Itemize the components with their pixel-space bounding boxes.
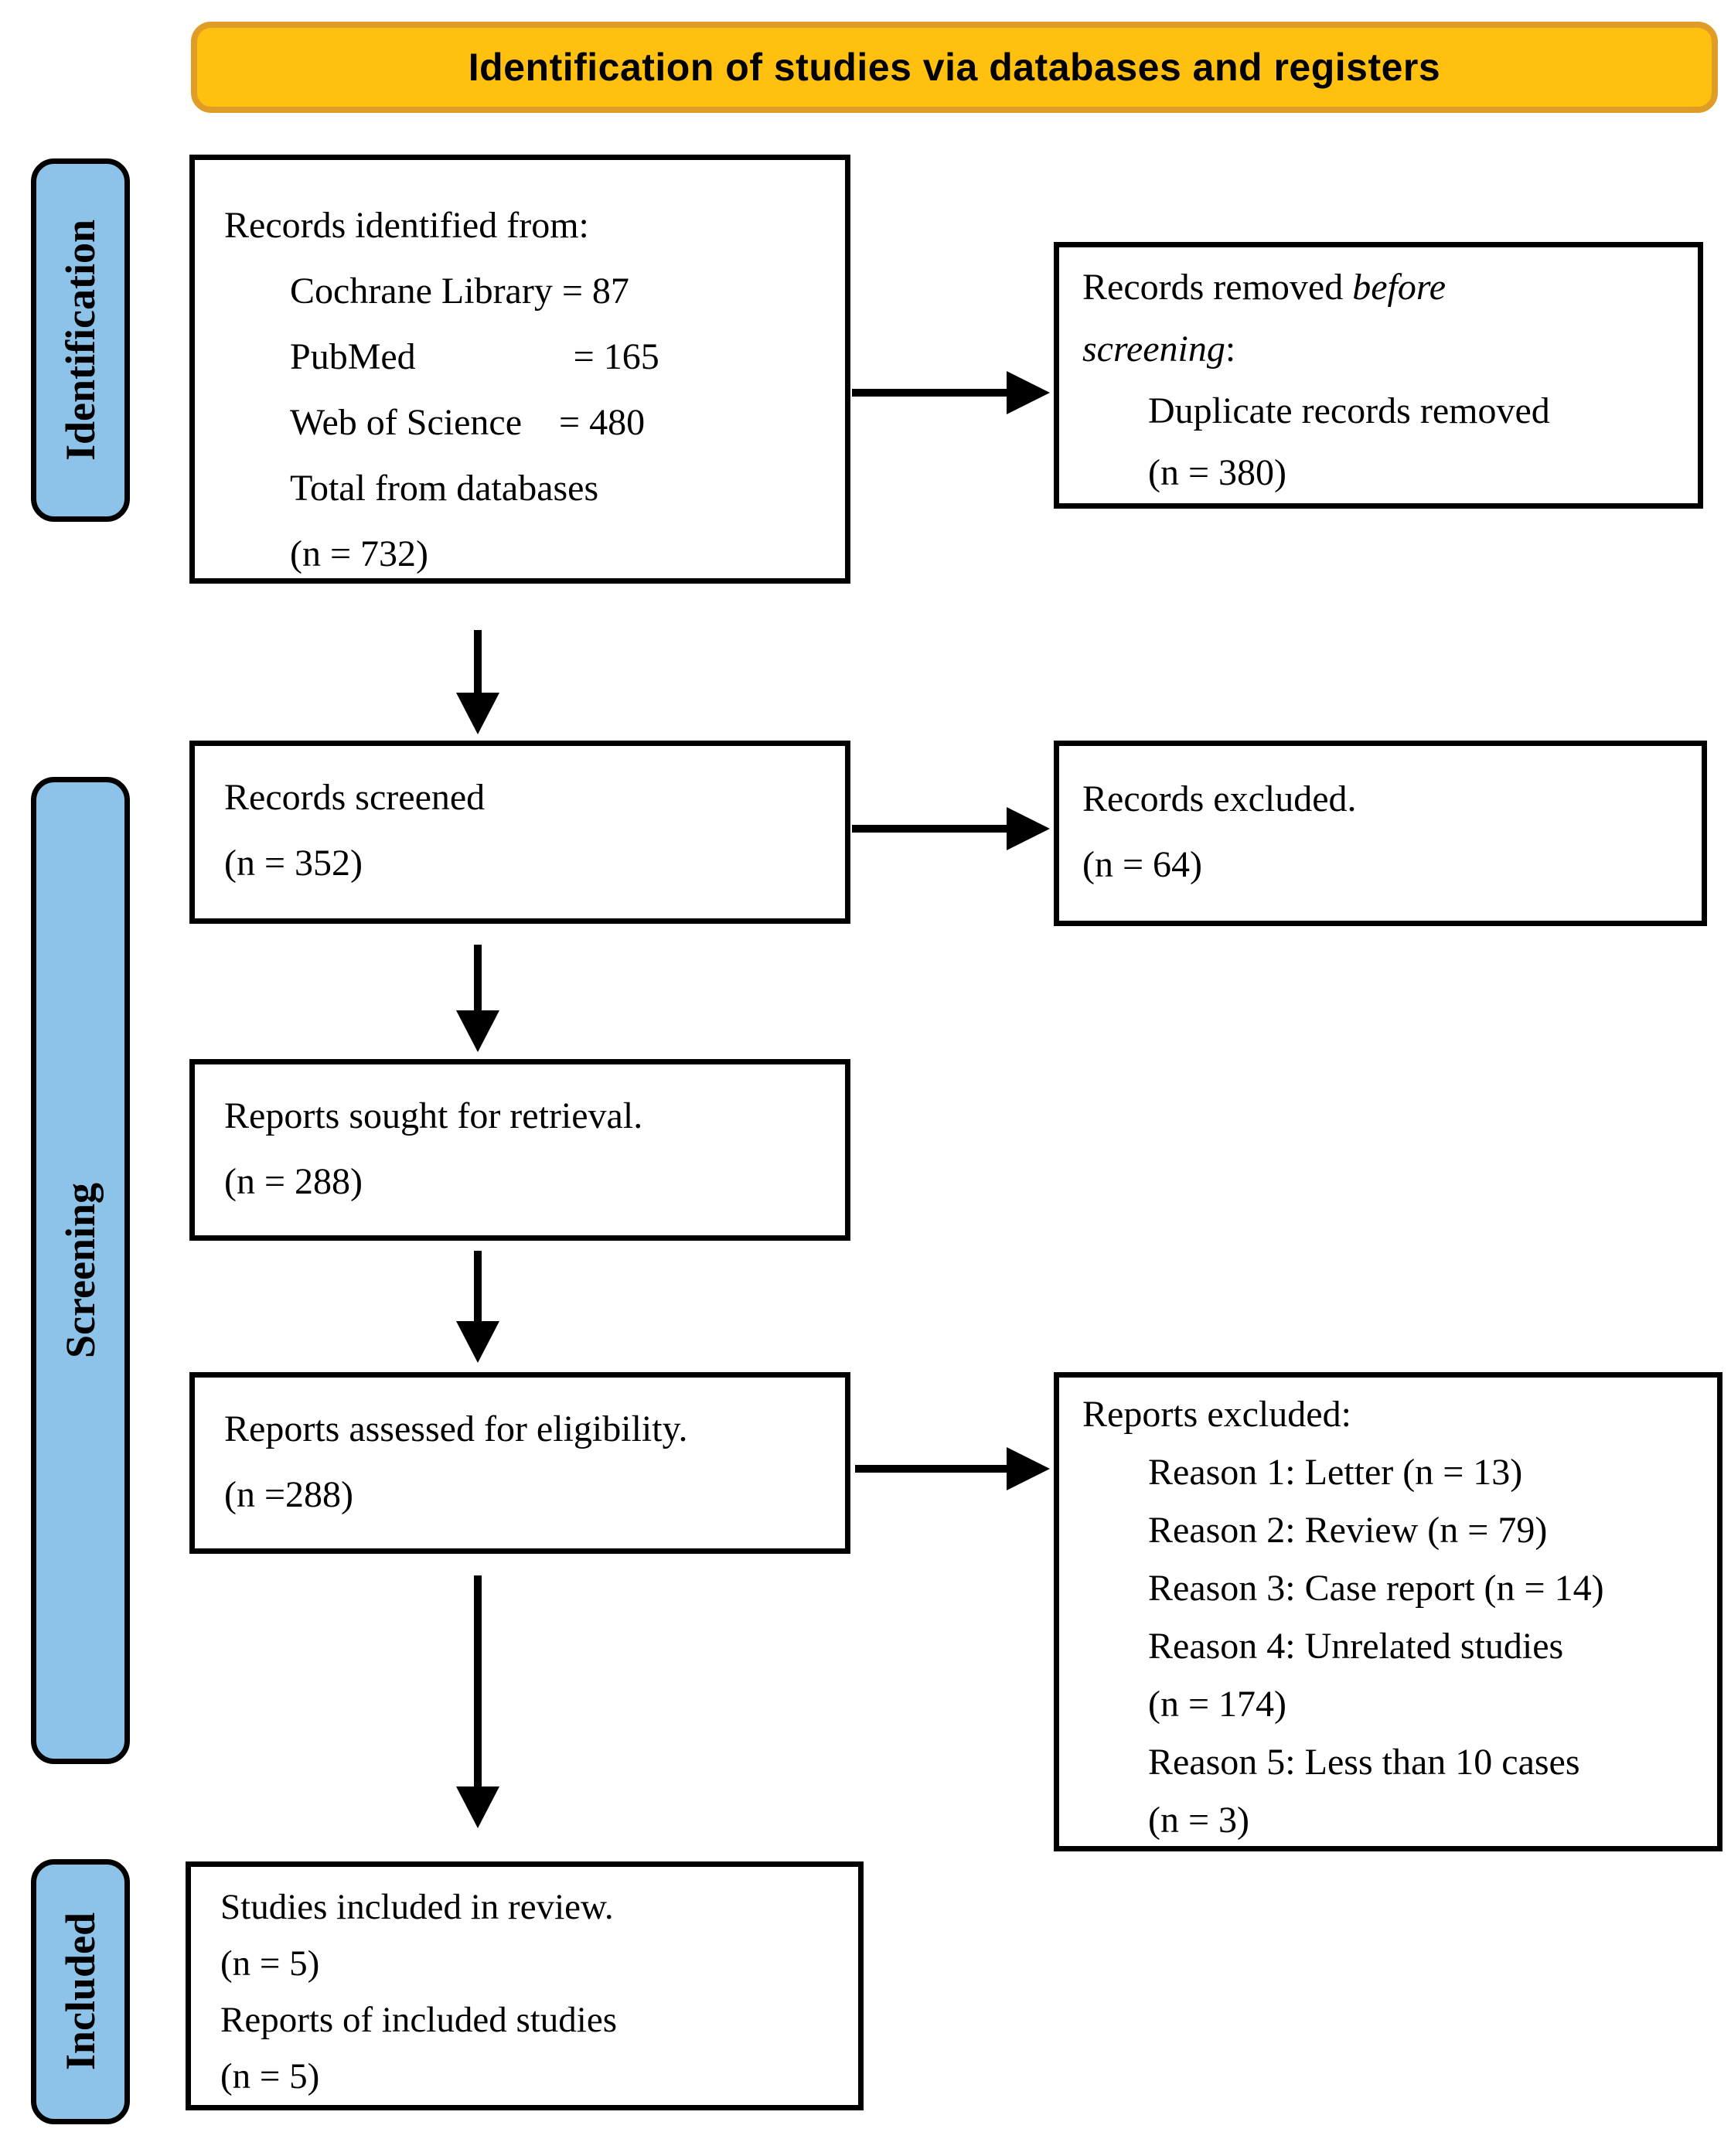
records-removed-line1-normal: Records removed [1082,267,1353,308]
stage-identification: Identification [31,158,130,522]
box-reports-assessed: Reports assessed for eligibility. (n =28… [189,1372,850,1554]
reports-assessed-n: (n =288) [224,1474,354,1515]
studies-included-title: Studies included in review. [220,1887,614,1927]
box-studies-included: Studies included in review. (n = 5) Repo… [186,1861,864,2110]
records-identified-total: Total from databases [290,468,599,509]
stage-included-label: Included [57,1912,104,2071]
arrow-line [474,945,482,1013]
reports-excluded-title: Reports excluded: [1082,1394,1351,1435]
arrow-head-down-icon [456,1010,499,1052]
reports-sought-title: Reports sought for retrieval. [224,1095,643,1136]
stage-included: Included [31,1859,130,2124]
arrow-line [474,630,482,695]
arrow-head-right-icon [1007,1447,1050,1490]
arrow-head-down-icon [456,693,499,734]
banner: Identification of studies via databases … [191,22,1718,113]
reports-sought-n: (n = 288) [224,1161,363,1202]
arrow-head-down-icon [456,1321,499,1363]
records-excluded-title: Records excluded. [1082,778,1357,819]
studies-included-n: (n = 5) [220,1943,320,1984]
arrow-line [855,1465,1008,1473]
reports-excluded-reason-5-n: (n = 3) [1148,1800,1250,1841]
records-removed-n: (n = 380) [1148,452,1287,493]
arrow-line [852,389,1008,397]
arrow-head-down-icon [456,1786,499,1828]
records-identified-pubmed: PubMed = 165 [290,336,659,377]
box-records-excluded: Records excluded. (n = 64) [1054,741,1707,926]
stage-screening-label: Screening [57,1183,104,1358]
arrow-line [852,825,1008,833]
arrow-line [474,1575,482,1789]
box-records-screened: Records screened (n = 352) [189,741,850,924]
records-screened-title: Records screened [224,777,486,818]
box-records-removed: Records removed before screening: Duplic… [1054,242,1703,509]
reports-excluded-reason-4-n: (n = 174) [1148,1684,1287,1725]
stage-identification-label: Identification [57,219,104,461]
banner-title: Identification of studies via databases … [468,46,1441,89]
arrow-head-right-icon [1007,371,1050,414]
records-removed-duplicates: Duplicate records removed [1148,390,1550,431]
reports-excluded-reason-3: Reason 3: Case report (n = 14) [1148,1568,1604,1609]
reports-assessed-title: Reports assessed for eligibility. [224,1408,688,1449]
reports-included-n: (n = 5) [220,2056,320,2096]
records-screened-n: (n = 352) [224,843,363,884]
records-identified-wos: Web of Science = 480 [290,402,646,443]
records-identified-n: (n = 732) [290,533,429,574]
reports-excluded-reason-5: Reason 5: Less than 10 cases [1148,1742,1580,1783]
records-removed-line2: screening: [1082,318,1685,380]
reports-excluded-reason-1: Reason 1: Letter (n = 13) [1148,1452,1523,1493]
records-removed-line1: Records removed before [1082,257,1685,318]
box-reports-sought: Reports sought for retrieval. (n = 288) [189,1059,850,1241]
records-identified-title: Records identified from: [224,205,589,246]
box-records-identified: Records identified from: Cochrane Librar… [189,155,850,584]
records-excluded-n: (n = 64) [1082,844,1203,885]
reports-excluded-reason-2: Reason 2: Review (n = 79) [1148,1510,1548,1551]
arrow-head-right-icon [1007,807,1050,850]
arrow-line [474,1251,482,1323]
stage-screening: Screening [31,777,130,1764]
reports-excluded-reason-4: Reason 4: Unrelated studies [1148,1626,1564,1667]
reports-included-title: Reports of included studies [220,2000,618,2040]
records-removed-line1-italic: before [1352,267,1446,308]
records-removed-line2-italic: screening [1082,329,1225,370]
records-identified-cochrane: Cochrane Library = 87 [290,271,629,312]
box-reports-excluded: Reports excluded: Reason 1: Letter (n = … [1054,1372,1722,1851]
records-removed-line2-normal: : [1225,329,1236,370]
